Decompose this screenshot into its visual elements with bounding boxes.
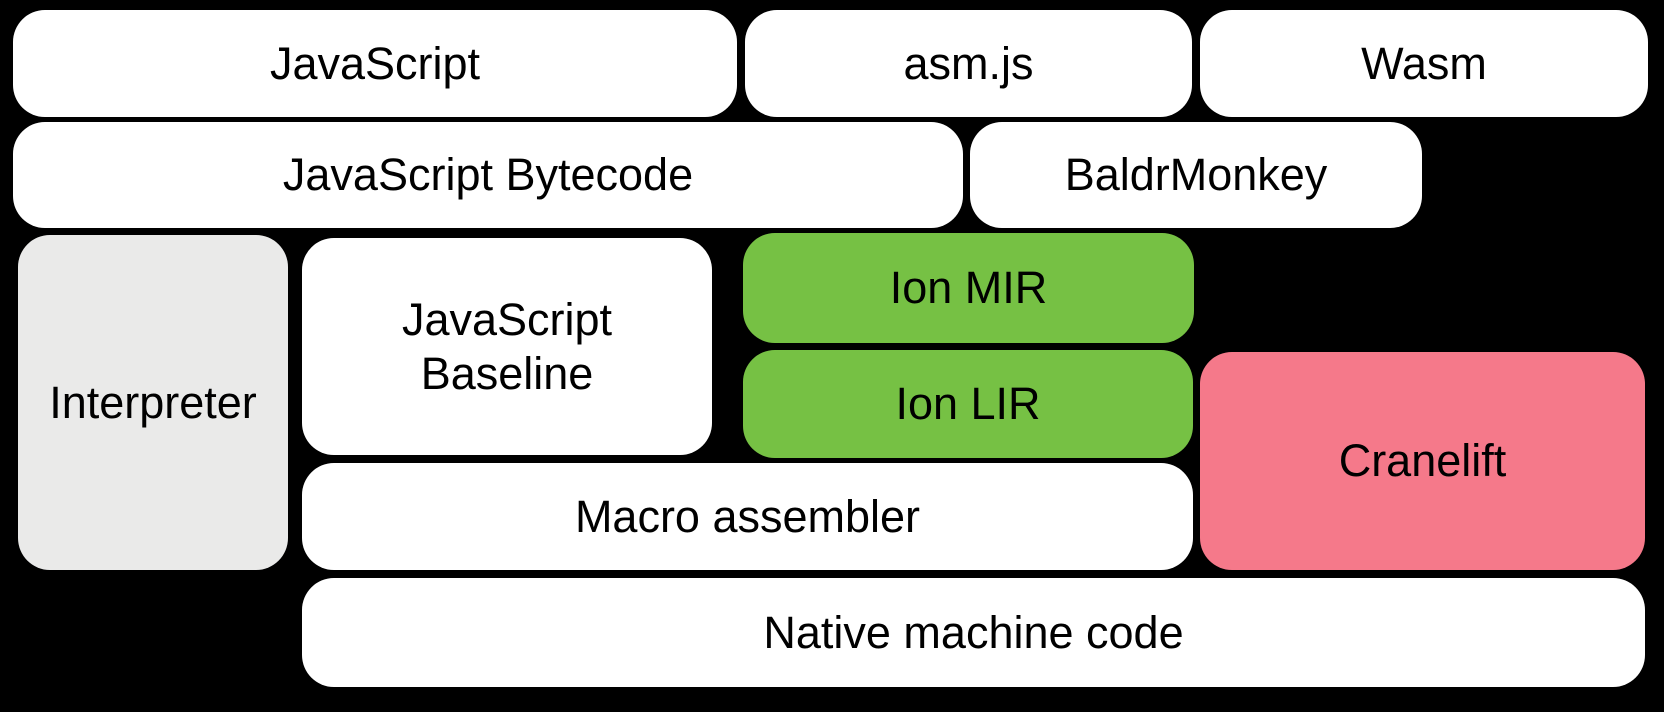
native-machine-code-label: Native machine code — [763, 606, 1184, 658]
cranelift-label: Cranelift — [1338, 435, 1507, 486]
interpreter-box: Interpreter — [18, 235, 288, 570]
ion-mir-box: Ion MIR — [743, 233, 1194, 343]
interpreter-label: Interpreter — [49, 376, 257, 428]
asmjs-box: asm.js — [745, 10, 1192, 117]
macro-assembler-box: Macro assembler — [302, 463, 1193, 570]
javascript-bytecode-box: JavaScript Bytecode — [13, 122, 963, 228]
javascript-bytecode-label: JavaScript Bytecode — [282, 149, 694, 200]
javascript-baseline-label: JavaScript Baseline — [401, 293, 613, 399]
ion-lir-label: Ion LIR — [895, 378, 1041, 429]
native-machine-code-box: Native machine code — [302, 578, 1645, 687]
baldrmonkey-box: BaldrMonkey — [970, 122, 1422, 228]
wasm-label: Wasm — [1361, 37, 1487, 89]
javascript-label: JavaScript — [269, 37, 481, 89]
javascript-box: JavaScript — [13, 10, 737, 117]
wasm-box: Wasm — [1200, 10, 1648, 117]
baldrmonkey-label: BaldrMonkey — [1064, 149, 1328, 200]
ion-mir-label: Ion MIR — [889, 262, 1048, 313]
cranelift-box: Cranelift — [1200, 352, 1645, 570]
macro-assembler-label: Macro assembler — [574, 490, 921, 542]
asmjs-label: asm.js — [903, 37, 1034, 89]
javascript-baseline-box: JavaScript Baseline — [302, 238, 712, 455]
ion-lir-box: Ion LIR — [743, 350, 1193, 458]
